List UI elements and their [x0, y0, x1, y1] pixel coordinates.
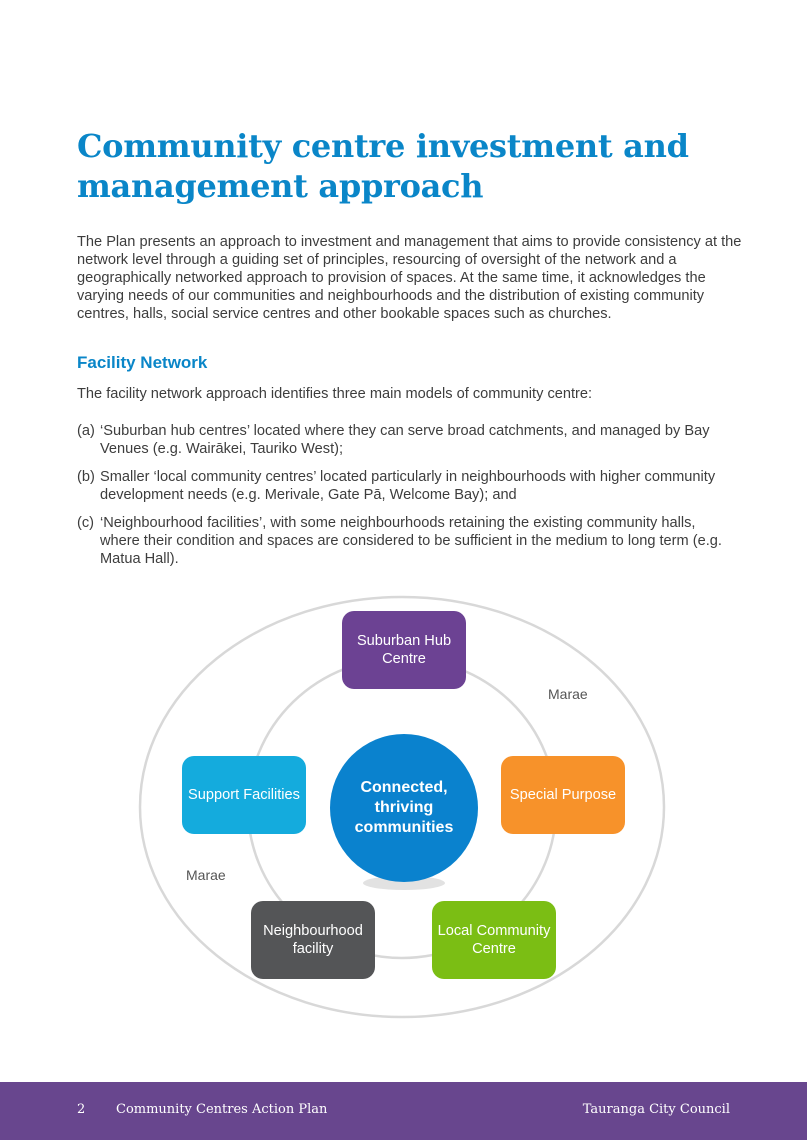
suburban-hub-box: Suburban Hub Centre: [342, 611, 466, 689]
page-footer: 2 Community Centres Action Plan Tauranga…: [0, 1082, 807, 1140]
special-purpose-box: Special Purpose: [501, 756, 625, 834]
list-item: (b) Smaller ‘local community centres’ lo…: [77, 468, 737, 504]
list-marker: (a): [77, 423, 95, 439]
facility-network-diagram: Connected, thriving communities Suburban…: [0, 590, 807, 1040]
outer-ring: [138, 595, 666, 1019]
list-item: (c) ‘Neighbourhood facilities’, with som…: [77, 514, 737, 568]
intro-paragraph: The Plan presents an approach to investm…: [77, 234, 742, 322]
list-item-text: Smaller ‘local community centres’ locate…: [100, 469, 716, 503]
marae-label-right: Marae: [548, 686, 588, 702]
marae-label-left: Marae: [186, 867, 226, 883]
support-facilities-box: Support Facilities: [182, 756, 306, 834]
list-item-text: ‘Neighbourhood facilities’, with some ne…: [100, 515, 722, 567]
section-lead: The facility network approach identifies…: [77, 386, 593, 402]
local-community-centre-box: Local Community Centre: [432, 901, 556, 979]
page-number: 2: [77, 1102, 86, 1117]
page-title: Community centre investment and manageme…: [77, 127, 689, 205]
model-list: (a) ‘Suburban hub centres’ located where…: [77, 422, 737, 578]
neighbourhood-facility-box: Neighbourhood facility: [251, 901, 375, 979]
list-item: (a) ‘Suburban hub centres’ located where…: [77, 422, 737, 458]
center-shadow: [363, 876, 445, 890]
organisation-name: Tauranga City Council: [582, 1102, 730, 1117]
list-marker: (c): [77, 515, 95, 531]
center-circle: Connected, thriving communities: [330, 734, 478, 882]
list-item-text: ‘Suburban hub centres’ located where the…: [100, 423, 710, 457]
section-heading: Facility Network: [77, 353, 208, 372]
document-title: Community Centres Action Plan: [116, 1102, 328, 1117]
list-marker: (b): [77, 469, 95, 485]
